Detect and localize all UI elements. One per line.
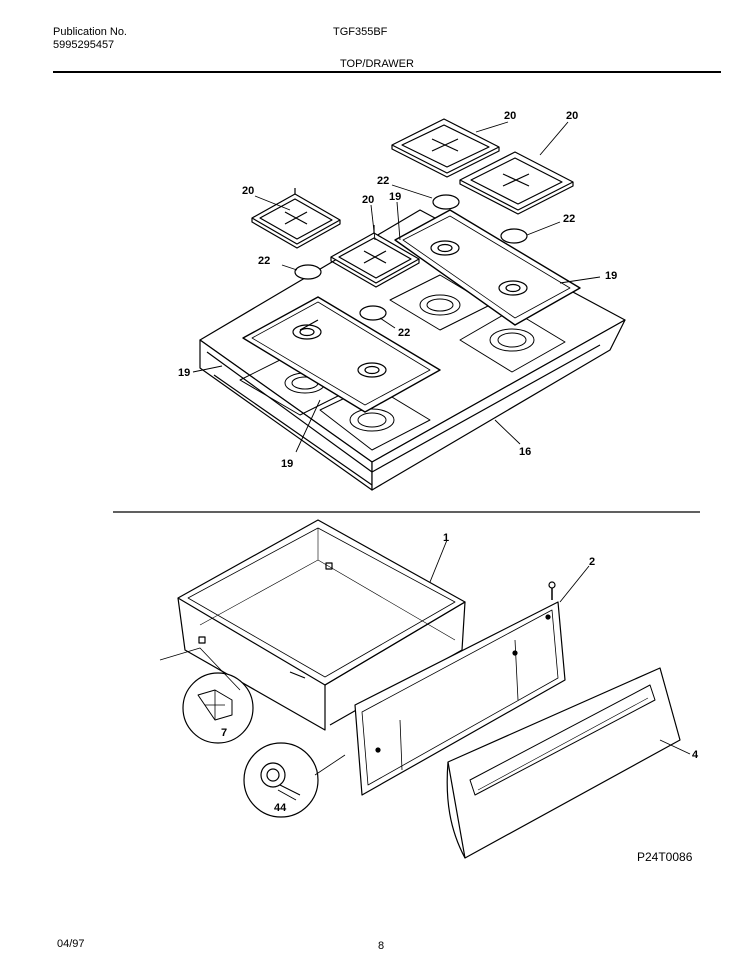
section-title: TOP/DRAWER bbox=[340, 58, 414, 70]
callout-19: 19 bbox=[389, 191, 401, 203]
callout-19: 19 bbox=[605, 270, 617, 282]
footer-date: 04/97 bbox=[57, 938, 85, 950]
publication-label: Publication No. bbox=[53, 26, 127, 38]
callout-4: 4 bbox=[692, 749, 699, 761]
callout-20: 20 bbox=[566, 110, 578, 122]
callout-20: 20 bbox=[242, 185, 254, 197]
page-number: 8 bbox=[378, 940, 385, 952]
callout-20: 20 bbox=[504, 110, 516, 122]
callout-22: 22 bbox=[563, 213, 575, 225]
publication-number: 5995295457 bbox=[53, 39, 115, 51]
drawer-assembly bbox=[159, 519, 681, 859]
callout-16: 16 bbox=[519, 446, 531, 458]
callout-19: 19 bbox=[178, 367, 190, 379]
cooktop-assembly bbox=[199, 194, 626, 491]
cooktop-leader-lines bbox=[192, 121, 601, 453]
callout-2: 2 bbox=[589, 556, 595, 568]
callout-19: 19 bbox=[281, 458, 293, 470]
callout-44: 44 bbox=[274, 802, 287, 814]
callout-22: 22 bbox=[398, 327, 410, 339]
header-rule bbox=[53, 71, 721, 73]
drawer-leader-lines bbox=[429, 539, 691, 755]
callout-22: 22 bbox=[377, 175, 389, 187]
callout-labels: 20 20 20 20 19 19 19 19 22 22 22 22 16 1… bbox=[178, 110, 699, 814]
callout-22: 22 bbox=[258, 255, 270, 267]
callout-1: 1 bbox=[443, 532, 449, 544]
callout-20: 20 bbox=[362, 194, 374, 206]
figure-id: P24T0086 bbox=[637, 850, 693, 864]
model-number: TGF355BF bbox=[333, 26, 388, 38]
burner-grates bbox=[251, 118, 574, 288]
callout-7: 7 bbox=[221, 727, 227, 739]
